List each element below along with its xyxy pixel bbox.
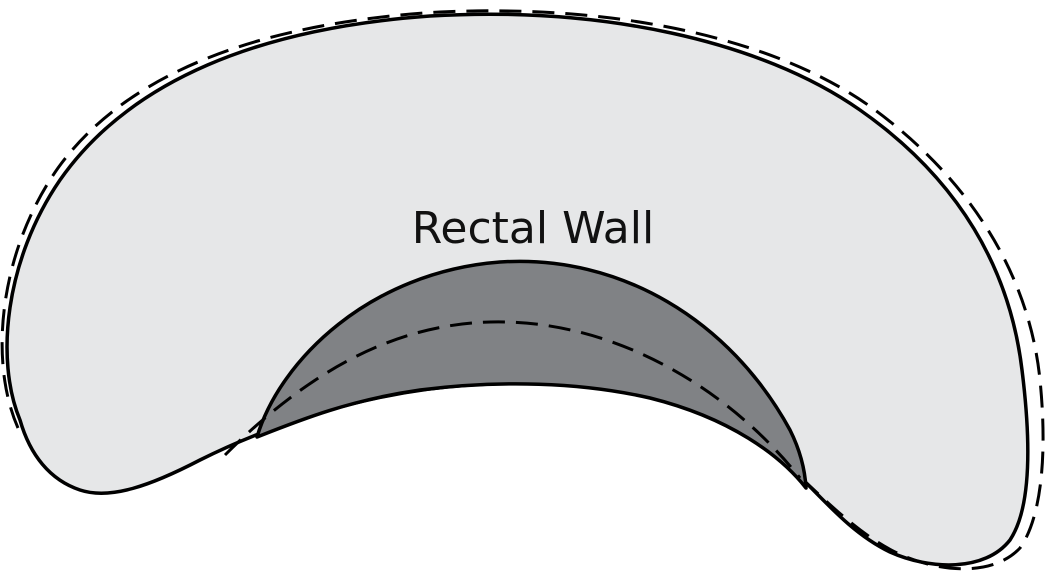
inner-dashed-outline bbox=[223, 320, 802, 479]
outer-dashed-outline bbox=[0, 9, 1045, 571]
rectal-wall-label: Rectal Wall bbox=[412, 203, 654, 254]
lesion-region bbox=[255, 259, 808, 490]
